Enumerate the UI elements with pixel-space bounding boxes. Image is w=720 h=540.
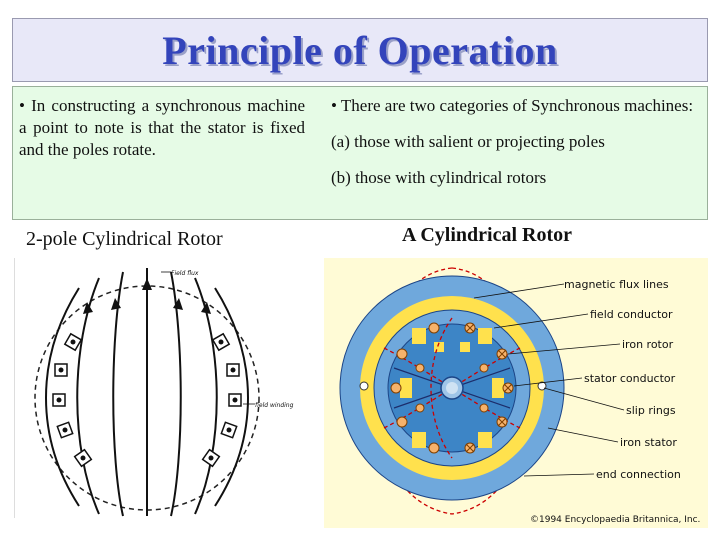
two-pole-rotor-diagram: Field flux field winding [34, 268, 294, 517]
iron-stator-label: iron stator [620, 436, 677, 449]
right-text-cylindrical: (b) those with cylindrical rotors [331, 168, 547, 187]
left-figure-caption: 2-pole Cylindrical Rotor [26, 228, 223, 250]
field-conductor-label: field conductor [590, 308, 673, 321]
right-text-salient: (a) those with salient or projecting pol… [331, 132, 605, 151]
copyright-label: ©1994 Encyclopaedia Britannica, Inc. [530, 515, 700, 525]
end-connection-label: end connection [596, 468, 681, 481]
text-area: • In constructing a synchronous machine … [12, 86, 708, 220]
right-text-intro: • There are two categories of Synchronou… [331, 96, 694, 115]
left-text: • In constructing a synchronous machine … [19, 96, 305, 159]
stator-conductor-label: stator conductor [584, 372, 676, 385]
right-text: • There are two categories of Synchronou… [331, 95, 701, 203]
iron-rotor-label: iron rotor [622, 338, 674, 351]
magnetic-flux-lines-label: magnetic flux lines [564, 278, 669, 291]
slide-title: Principle of Operation [162, 27, 558, 73]
field-winding-label: field winding [255, 402, 294, 409]
cylindrical-rotor-diagram: magnetic flux lines field conductor iron… [339, 267, 700, 525]
right-figure-caption: A Cylindrical Rotor [402, 224, 572, 246]
field-flux-label: Field flux [171, 270, 199, 277]
title-box: Principle of Operation [12, 18, 708, 82]
cylindrical-rotor-figure: magnetic flux lines field conductor iron… [324, 258, 708, 528]
two-pole-rotor-figure: Field flux field winding [14, 258, 306, 518]
slip-rings-label: slip rings [626, 404, 676, 417]
